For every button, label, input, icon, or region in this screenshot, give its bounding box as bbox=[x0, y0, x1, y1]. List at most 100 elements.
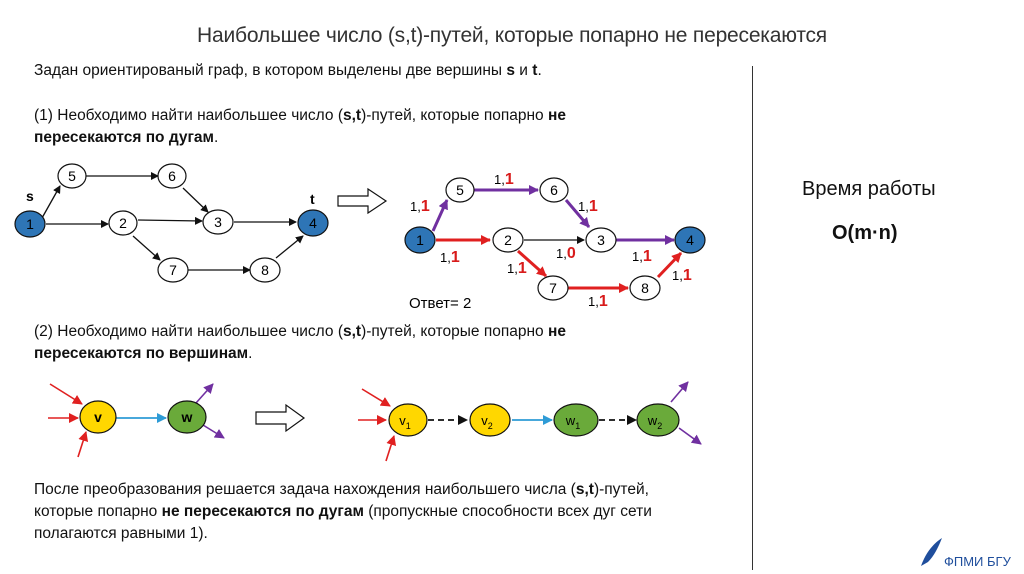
g1-node-2-label: 2 bbox=[119, 215, 127, 231]
sa-node-v2-label: v2 bbox=[481, 413, 493, 431]
vertical-divider bbox=[752, 66, 753, 570]
conclusion-l2-prefix: которые попарно bbox=[34, 503, 162, 520]
conclusion-st: s,t bbox=[575, 481, 594, 498]
intro-s: s bbox=[506, 62, 515, 79]
g2-label-1-2: 1,1 bbox=[440, 249, 460, 266]
graph1: s t 1 5 6 2 3 4 7 8 bbox=[14, 163, 329, 283]
sa-node-w1-label: w1 bbox=[565, 413, 580, 431]
sa-node-v1-label: v1 bbox=[399, 413, 411, 431]
task1-prefix: (1) Необходимо найти наибольшее число ( bbox=[34, 107, 343, 124]
task1-middle: )-путей, которые попарно bbox=[361, 107, 548, 124]
g2-label-7-8: 1,1 bbox=[588, 293, 608, 310]
g1-edge-2-7 bbox=[132, 235, 161, 261]
conclusion-l2-suffix: (пропускные способности всех дуг сети bbox=[363, 503, 652, 520]
sa-node-v1 bbox=[388, 403, 428, 437]
g1-edge-6-3 bbox=[182, 187, 209, 213]
g1-node-8 bbox=[249, 257, 281, 283]
g2-node-4 bbox=[674, 226, 706, 254]
g2-label-5-6: 1,1 bbox=[494, 171, 514, 188]
conclusion-bold: пересекаются по дугам bbox=[183, 503, 364, 520]
intro-dot: . bbox=[537, 62, 542, 79]
g1-node-4 bbox=[297, 209, 329, 237]
intro-body: Задан ориентированый граф, в котором выд… bbox=[34, 62, 507, 79]
g2-node-4-label: 4 bbox=[686, 232, 694, 248]
g1-node-1 bbox=[14, 210, 46, 238]
g1-node-1-label: 1 bbox=[26, 216, 34, 232]
g2-label-8-4: 1,1 bbox=[672, 267, 692, 284]
sa-node-w1 bbox=[553, 403, 599, 437]
sb-in-edge-1 bbox=[49, 383, 83, 405]
g2-node-5 bbox=[445, 177, 475, 203]
sb-node-v bbox=[79, 400, 117, 434]
transform-arrow-2 bbox=[255, 403, 306, 433]
g2-node-8-label: 8 bbox=[641, 280, 649, 296]
sb-node-v-label: v bbox=[94, 409, 102, 425]
g2-label-6-3: 1,1 bbox=[578, 198, 598, 215]
graph2: 1,1 1,1 1,1 1,1 1,0 1,1 1,1 1,1 1,1 1 5 … bbox=[404, 171, 706, 312]
runtime-label: Время работы bbox=[802, 178, 936, 200]
sb-node-w bbox=[167, 400, 207, 434]
transform-arrow-1 bbox=[337, 187, 388, 215]
task1-st: s,t bbox=[342, 107, 362, 124]
g1-node-2 bbox=[108, 210, 138, 236]
org-logo-text: ФПМИ БГУ bbox=[944, 554, 1011, 569]
g2-node-6-label: 6 bbox=[550, 182, 558, 198]
task2-suffix: . bbox=[248, 345, 253, 362]
conclusion-l3: полагаются равными 1). bbox=[34, 525, 208, 542]
task2-bold: пересекаются по вершинам bbox=[34, 345, 249, 362]
feather-icon bbox=[921, 538, 942, 566]
g2-label-2-7: 1,1 bbox=[507, 260, 527, 277]
sa-node-w2 bbox=[636, 403, 680, 437]
sb-node-w-label: w bbox=[181, 409, 193, 425]
task1-suffix: . bbox=[214, 129, 219, 146]
page-title: Наибольшее число (s,t)-путей, которые по… bbox=[197, 24, 827, 47]
g1-node-7 bbox=[157, 257, 189, 283]
g1-edge-1-5 bbox=[41, 185, 61, 219]
g1-node-6-label: 6 bbox=[168, 168, 176, 184]
g2-node-6 bbox=[539, 177, 569, 203]
g2-node-5-label: 5 bbox=[456, 182, 464, 198]
g2-node-2 bbox=[492, 227, 524, 253]
g2-node-2-label: 2 bbox=[504, 232, 512, 248]
conclusion-text: После преобразования решается задача нах… bbox=[34, 479, 754, 545]
g1-s-label: s bbox=[26, 188, 34, 204]
task2-not: не bbox=[547, 323, 566, 340]
g1-node-3 bbox=[202, 209, 234, 235]
g1-node-5 bbox=[57, 163, 87, 189]
g2-label-3-4: 1,1 bbox=[632, 248, 652, 265]
g2-edge-2-7 bbox=[517, 249, 547, 278]
sa-out-edge-1 bbox=[670, 381, 689, 403]
g2-node-7 bbox=[537, 275, 569, 301]
g1-node-7-label: 7 bbox=[169, 262, 177, 278]
conclusion-l1-prefix: После преобразования решается задача нах… bbox=[34, 481, 576, 498]
intro-and: и bbox=[514, 62, 533, 79]
sa-in-edge-1 bbox=[361, 388, 391, 407]
conclusion-not: не bbox=[161, 503, 180, 520]
g1-edge-2-3 bbox=[137, 216, 203, 225]
intro-t: t bbox=[532, 62, 538, 79]
task2-text: (2) Необходимо найти наибольшее число (s… bbox=[34, 321, 674, 365]
g2-edge-6-3 bbox=[564, 199, 591, 228]
g2-node-8 bbox=[629, 275, 661, 301]
sb-out-edge-2 bbox=[202, 424, 225, 439]
g2-node-1-label: 1 bbox=[416, 232, 424, 248]
task1-bold: пересекаются по дугам bbox=[34, 129, 215, 146]
sa-out-edge-2 bbox=[678, 427, 702, 445]
runtime-value: O(m·n) bbox=[832, 222, 898, 244]
sa-node-w2-label: w2 bbox=[647, 413, 662, 431]
task2-st: s,t bbox=[342, 323, 362, 340]
g1-edge-8-4 bbox=[275, 235, 304, 259]
g2-node-3 bbox=[585, 227, 617, 253]
sa-in-edge-3 bbox=[385, 435, 397, 462]
sb-out-edge-1 bbox=[195, 383, 214, 404]
split-after: v1 v2 w1 w2 bbox=[358, 381, 702, 462]
sa-node-v2 bbox=[469, 403, 511, 437]
g2-node-7-label: 7 bbox=[549, 280, 557, 296]
split-before: v w bbox=[48, 383, 225, 458]
g2-label-1-5: 1,1 bbox=[410, 198, 430, 215]
task1-not: не bbox=[547, 107, 566, 124]
g1-node-8-label: 8 bbox=[261, 262, 269, 278]
g2-edge-1-5 bbox=[431, 199, 449, 232]
g2-node-1 bbox=[404, 226, 436, 254]
